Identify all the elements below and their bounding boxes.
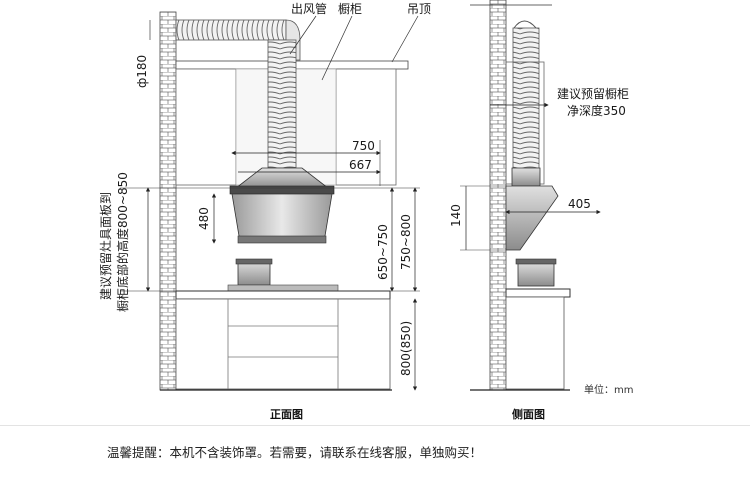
front-dim-650-750: 650~750: [376, 224, 390, 280]
front-callout-ceiling: 吊顶: [407, 2, 431, 16]
front-base-cabinet: [175, 298, 391, 390]
notice-bar: 温馨提醒：本机不含装饰罩。若需要，请联系在线客服，单独购买！: [0, 425, 750, 486]
front-side-note-line1: 建议预留灶具面板到: [99, 192, 113, 300]
side-duct-elbow: [513, 20, 537, 29]
side-hood-body: [505, 185, 559, 251]
front-brick-wall: [159, 11, 177, 391]
front-hood-body: [231, 193, 333, 243]
front-hood-filter: [237, 235, 327, 244]
side-unit-label: 单位：mm: [584, 383, 633, 396]
front-callout-duct: 出风管: [291, 1, 327, 16]
side-dim-140: 140: [449, 204, 463, 227]
side-reserve-line1: 建议预留橱柜: [557, 87, 629, 101]
front-pot: [237, 260, 271, 286]
front-countertop: [175, 290, 391, 300]
front-dim-667: 667: [349, 158, 372, 172]
front-callout-cabinet: 橱柜: [338, 2, 362, 16]
side-duct-vertical: [512, 27, 540, 177]
side-dim-405: 405: [568, 197, 591, 211]
front-dim-750: 750: [352, 139, 375, 153]
front-view: 750 667 480 650~750 750~800 800(850) ф18…: [99, 1, 431, 421]
side-brick-wall: [489, 0, 507, 391]
front-dim-diameter: ф180: [135, 55, 149, 88]
front-side-note-line2: 橱柜底部的高度800~850: [115, 172, 130, 312]
side-base-cabinet: [505, 296, 565, 390]
front-pot-lid: [235, 258, 273, 265]
front-duct-horizontal: [175, 19, 287, 41]
installation-diagram: 750 667 480 650~750 750~800 800(850) ф18…: [99, 0, 633, 421]
front-duct-vertical: [267, 39, 297, 169]
side-countertop: [505, 288, 571, 298]
side-pot-lid: [515, 258, 557, 265]
side-pot: [517, 261, 555, 287]
front-dim-480: 480: [197, 207, 211, 230]
front-view-caption: 正面图: [270, 408, 303, 421]
front-dim-750-800: 750~800: [399, 214, 413, 270]
front-upper-cabinet-right: [335, 68, 397, 186]
front-stove: [227, 284, 339, 292]
front-dim-800-850: 800(850): [399, 321, 413, 376]
side-hood-chimney: [511, 167, 541, 187]
side-view-caption: 侧面图: [512, 407, 545, 421]
side-reserve-line2: 净深度350: [567, 103, 626, 118]
notice-text: 温馨提醒：本机不含装饰罩。若需要，请联系在线客服，单独购买！: [107, 445, 483, 460]
front-hood-band: [229, 185, 335, 195]
side-view: 建议预留橱柜 净深度350 405 140 单位：mm 侧面图: [449, 0, 633, 421]
front-upper-cabinet-left: [175, 68, 237, 186]
